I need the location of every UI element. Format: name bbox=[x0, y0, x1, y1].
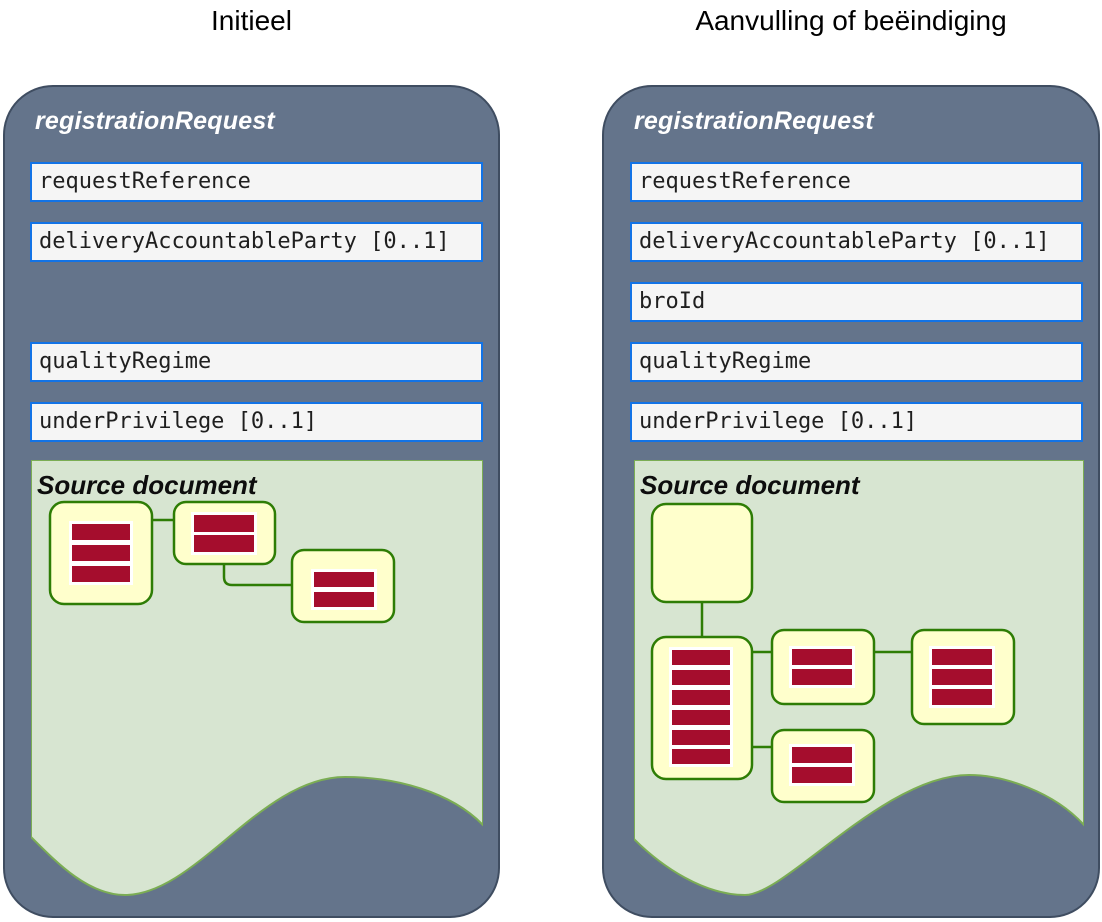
data-bar bbox=[672, 670, 730, 685]
data-bar bbox=[194, 515, 254, 532]
data-bar bbox=[932, 689, 992, 705]
data-bar bbox=[314, 592, 374, 607]
data-bar bbox=[792, 767, 852, 783]
data-bar bbox=[194, 535, 254, 552]
panel-header-registration-request: registrationRequest bbox=[35, 107, 275, 135]
connector-line bbox=[222, 564, 292, 587]
field-broid: broId bbox=[630, 282, 1083, 322]
data-bar bbox=[932, 669, 992, 685]
data-bar bbox=[72, 566, 130, 582]
field-requestreference: requestReference bbox=[630, 162, 1083, 202]
column-title-supplement-or-termination: Aanvulling of beëindiging bbox=[695, 5, 1007, 36]
data-bar bbox=[672, 749, 730, 764]
data-bar bbox=[72, 545, 130, 561]
source-document-label: Source document bbox=[37, 470, 258, 500]
field-requestreference: requestReference bbox=[30, 162, 483, 202]
data-bar bbox=[792, 649, 852, 665]
data-bar bbox=[672, 690, 730, 705]
field-deliveryaccountableparty-0-1: deliveryAccountableParty [0..1] bbox=[630, 222, 1083, 262]
data-bar bbox=[72, 524, 130, 540]
data-bar bbox=[314, 572, 374, 587]
field-underprivilege-0-1: underPrivilege [0..1] bbox=[630, 402, 1083, 442]
data-bar bbox=[672, 730, 730, 745]
field-underprivilege-0-1: underPrivilege [0..1] bbox=[30, 402, 483, 442]
registration-request-panel-supplement: registrationRequest requestReference deli… bbox=[602, 85, 1100, 918]
doc-node-empty bbox=[650, 502, 754, 604]
source-document-area: Source document bbox=[31, 460, 483, 897]
source-document-label: Source document bbox=[640, 470, 861, 500]
column-title-initial: Initieel bbox=[211, 5, 292, 36]
bar-backing bbox=[669, 647, 733, 767]
panel-header-registration-request: registrationRequest bbox=[634, 107, 874, 135]
data-bar bbox=[672, 650, 730, 665]
registration-request-panel-initial: registrationRequest requestReference deli… bbox=[3, 85, 500, 918]
field-deliveryaccountableparty-0-1: deliveryAccountableParty [0..1] bbox=[30, 222, 483, 262]
data-bar bbox=[792, 747, 852, 763]
data-bar bbox=[672, 710, 730, 725]
field-qualityregime: qualityRegime bbox=[630, 342, 1083, 382]
source-document-area: Source document bbox=[634, 460, 1084, 897]
data-bar bbox=[792, 669, 852, 685]
data-bar bbox=[932, 649, 992, 665]
field-qualityregime: qualityRegime bbox=[30, 342, 483, 382]
